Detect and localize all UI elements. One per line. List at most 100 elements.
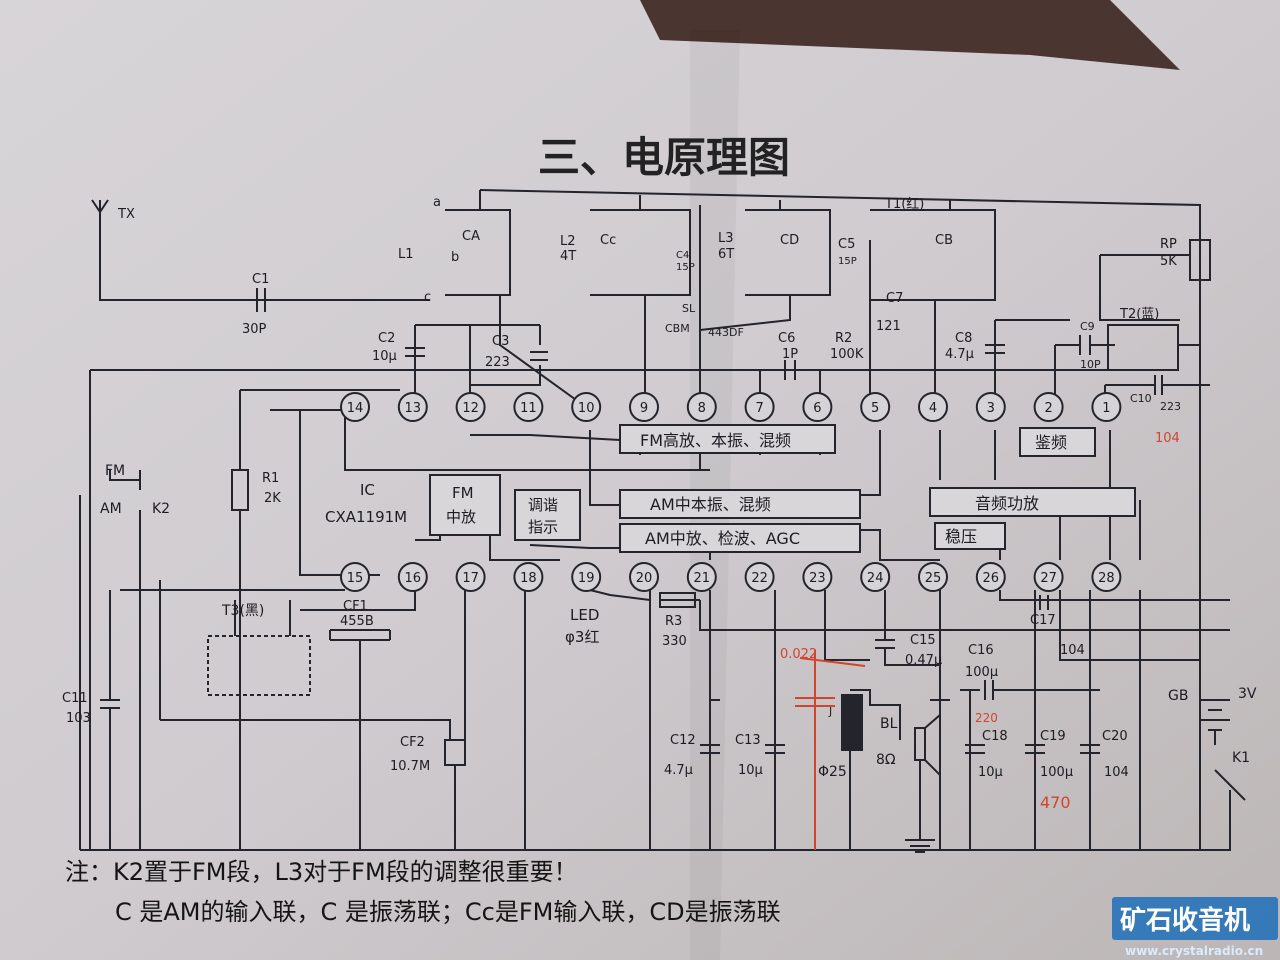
label-c11: C11 [62, 691, 88, 706]
label-cc: Cc [600, 233, 616, 248]
ic-pin-circle [975, 392, 1006, 422]
ic-pin-circle [860, 562, 891, 592]
ic-block-labels: FM高放、本振、混频 AM中本振、混频 AM中放、检波、AGC 音频功放 鉴频 … [446, 431, 1067, 548]
label-l3-value: 6T [718, 247, 734, 262]
label-c12: C12 [670, 733, 696, 748]
label-battery: GB [1168, 688, 1188, 704]
label-c13-value: 10μ [738, 763, 763, 778]
label-battery-value: 3V [1238, 686, 1257, 702]
ic-pin-27: 27 [1033, 562, 1064, 592]
block-am-osc: AM中本振、混频 [650, 495, 771, 514]
label-c20-value: 104 [1104, 765, 1129, 780]
page-title: 三、电原理图 [538, 133, 790, 182]
wiring [79, 189, 1246, 853]
ic-pin-number: 3 [987, 401, 995, 416]
ic-pin-number: 5 [871, 401, 879, 416]
label-c20: C20 [1102, 729, 1128, 744]
ic-pin-circle [1033, 562, 1064, 592]
label-c1-value: 30P [242, 322, 267, 337]
ic-pin-19: 19 [571, 562, 602, 592]
label-c6: C6 [778, 331, 795, 346]
block-tune-2: 指示 [528, 518, 558, 536]
ic-pin-number: 4 [929, 401, 937, 416]
ic-pin-26: 26 [975, 562, 1006, 592]
ic-pin-circle [629, 392, 659, 422]
ic-pin-3: 3 [975, 392, 1006, 422]
ic-pin-circle [802, 562, 833, 592]
block-audio: 音频功放 [975, 494, 1039, 513]
ic-pin-6: 6 [802, 392, 833, 422]
ic-pin-circle [744, 562, 775, 592]
ic-pin-number: 27 [1040, 571, 1057, 586]
label-led: LED [570, 606, 599, 624]
ic-pin-number: 12 [462, 401, 479, 416]
label-c11-value: 103 [66, 711, 91, 726]
label-c18: C18 [982, 729, 1008, 744]
ic-pin-circle [340, 562, 370, 592]
ic-pin-number: 2 [1044, 401, 1052, 416]
label-c4-value: 15P [676, 262, 695, 273]
label-l2: L2 [560, 234, 576, 249]
label-cf1-value: 455B [340, 614, 374, 629]
ic-pin-8: 8 [686, 392, 717, 422]
handwritten-470: 470 [1040, 793, 1071, 812]
ic-pin-number: 25 [925, 571, 942, 586]
label-terminal-c: c [424, 290, 431, 305]
label-switch-k2: K2 [152, 501, 170, 517]
ic-pin-circle [1091, 392, 1122, 422]
ic-pin-13: 13 [397, 392, 428, 422]
watermark-site-name: 矿石收音机 [1120, 905, 1250, 936]
ic-pin-circle [860, 392, 891, 422]
ic-pin-25: 25 [918, 562, 948, 592]
label-c6-value: 1P [782, 347, 798, 362]
ic-pin-22: 22 [744, 562, 775, 592]
watermark: 矿石收音机 www.crystalradio.cn [1112, 897, 1278, 958]
label-cd: CD [780, 233, 799, 248]
handwritten-104: 104 [1155, 431, 1180, 446]
label-c17: C17 [1030, 613, 1056, 628]
dark-background-corner [640, 0, 1180, 70]
ic-pin-number: 11 [520, 401, 537, 416]
ic-pin-circle [513, 392, 544, 422]
ic-pin-circle [1033, 392, 1064, 422]
label-c10-value: 223 [1160, 400, 1181, 413]
note-line-1: 注：K2置于FM段，L3对于FM段的调整很重要！ [65, 858, 578, 886]
label-l3: L3 [718, 231, 734, 246]
ic-pin-9: 9 [629, 392, 659, 422]
label-jack-value: Φ25 [818, 764, 847, 780]
ic-pin-circle [918, 562, 948, 592]
ic-pin-circle [397, 392, 428, 422]
watermark-url: www.crystalradio.cn [1125, 944, 1263, 958]
label-rp: RP [1160, 237, 1177, 252]
label-c4: C4 [676, 250, 689, 261]
ic-pin-24: 24 [860, 562, 891, 592]
ic-pin-circle [1091, 562, 1122, 592]
label-r3: R3 [665, 614, 682, 629]
ic-pin-number: 23 [809, 571, 826, 586]
label-cf1: CF1 [343, 599, 368, 614]
label-c8-value: 4.7μ [945, 347, 974, 362]
label-sl: SL [682, 302, 696, 315]
ic-pin-circle [513, 562, 544, 592]
handwritten-220: 220 [975, 711, 998, 725]
label-speaker-value: 8Ω [876, 752, 896, 768]
ic-pin-circle [975, 562, 1006, 592]
label-c12-value: 4.7μ [664, 763, 693, 778]
ic-pin-circle [397, 562, 428, 592]
ic-pin-number: 24 [867, 571, 884, 586]
label-led-spec: φ3红 [565, 628, 599, 646]
label-t3: T3(黑) [221, 603, 264, 619]
label-cf2: CF2 [400, 735, 425, 750]
ic-pin-17: 17 [455, 562, 486, 592]
note-line-2: C 是AM的输入联，C 是振荡联；Cc是FM输入联，CD是振荡联 [115, 898, 781, 926]
label-c2-value: 10μ [372, 349, 397, 364]
ic-pin-number: 26 [983, 571, 1000, 586]
ic-pin-circle [686, 392, 717, 422]
label-speaker: BL [880, 716, 898, 732]
ic-label: IC [360, 481, 375, 499]
label-switch-am: AM [100, 501, 122, 517]
ic-pin-circle [340, 392, 370, 422]
ic-pin-circle [629, 562, 659, 592]
